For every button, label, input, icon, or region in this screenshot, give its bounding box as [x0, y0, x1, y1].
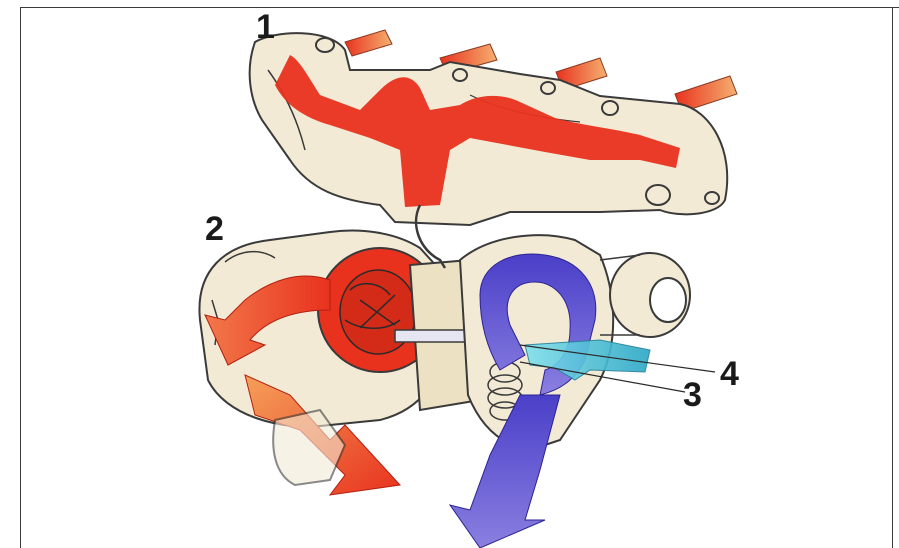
callout-1-exhaust-manifold: 1 [256, 10, 275, 44]
callout-2-turbine: 2 [205, 212, 224, 246]
callout-3: 3 [683, 378, 702, 412]
callout-4: 4 [720, 357, 739, 391]
